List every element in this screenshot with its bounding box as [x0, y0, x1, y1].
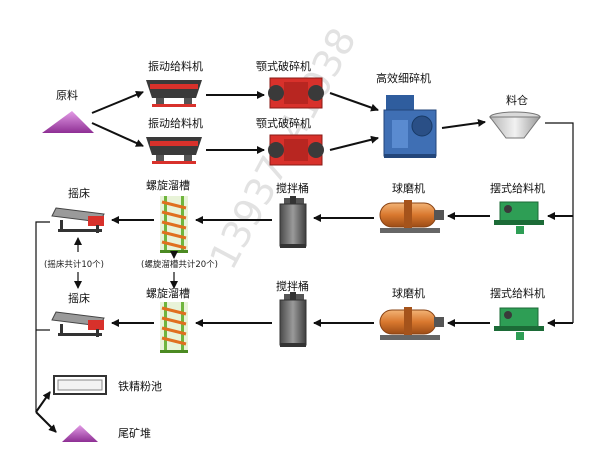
spiral-chute-icon — [160, 302, 188, 353]
flow-arrow — [35, 391, 51, 413]
tailings-label: 尾矿堆 — [118, 427, 151, 440]
flow-arrow — [91, 90, 144, 114]
spiral-chute-1-node: 螺旋溜槽 — [146, 178, 190, 253]
ball-mill-2-node: 球磨机 — [379, 286, 444, 340]
fine-crusher-icon — [383, 95, 437, 158]
silo-label: 料仓 — [506, 93, 528, 107]
spiral-chute-count-note: (螺旋溜槽共计20个) — [141, 259, 218, 270]
spiral-chute-2-node: 螺旋溜槽 — [146, 286, 190, 353]
vibrating-feeder-1-node: 振动给料机 — [146, 59, 203, 107]
agitator-2-node: 搅拌桶 — [276, 279, 309, 347]
shaking-table-count-note: (摇床共计10个) — [44, 259, 104, 270]
jaw-crusher-1-label: 颚式破碎机 — [256, 59, 311, 73]
agitator-tank-icon — [279, 196, 307, 248]
ball-mill-icon — [379, 200, 444, 233]
vibrating-feeder-2-node: 振动给料机 — [146, 116, 203, 164]
pendulum-feeder-1-label: 摆式给料机 — [490, 181, 545, 195]
pendulum-feeder-2-label: 摆式给料机 — [490, 286, 545, 300]
shaking-table-2-label: 摇床 — [68, 291, 90, 305]
vibrating-feeder-icon — [146, 137, 202, 164]
ball-mill-1-label: 球磨机 — [392, 181, 425, 195]
vibrating-feeder-1-label: 振动给料机 — [148, 59, 203, 73]
shaking-table-2-node: 摇床 — [51, 291, 105, 337]
flow-connector — [545, 122, 574, 323]
raw-material-node: 原料 — [42, 88, 94, 133]
ball-mill-1-node: 球磨机 — [379, 181, 444, 233]
jaw-crusher-icon — [268, 77, 324, 109]
jaw-crusher-icon — [268, 134, 324, 166]
flow-arrow — [441, 119, 486, 129]
flow-arrow — [91, 122, 144, 147]
shaking-table-icon — [51, 207, 105, 233]
agitator-2-label: 搅拌桶 — [276, 279, 309, 293]
pendulum-feeder-icon — [494, 307, 544, 340]
ball-mill-2-label: 球磨机 — [392, 286, 425, 300]
spiral-chute-2-label: 螺旋溜槽 — [146, 286, 190, 300]
raw-material-label: 原料 — [56, 88, 78, 102]
tailings-node: 尾矿堆 — [62, 425, 151, 442]
vibrating-feeder-icon — [146, 80, 202, 107]
shaking-table-1-label: 摇床 — [68, 186, 90, 200]
shaking-table-1-node: 摇床 — [51, 186, 105, 233]
ball-mill-icon — [379, 307, 444, 340]
spiral-chute-icon — [160, 196, 188, 253]
agitator-1-node: 搅拌桶 — [276, 181, 309, 248]
spiral-chute-1-label: 螺旋溜槽 — [146, 178, 190, 192]
flow-connector — [35, 221, 50, 412]
pendulum-feeder-1-node: 摆式给料机 — [490, 181, 545, 234]
iron-pool-label: 铁精粉池 — [118, 380, 162, 393]
flow-arrow — [329, 135, 379, 151]
fine-crusher-label: 高效细碎机 — [376, 71, 431, 85]
pool-icon — [53, 375, 107, 395]
jaw-crusher-2-node: 颚式破碎机 — [256, 116, 324, 166]
flow-arrow — [35, 411, 57, 433]
agitator-1-label: 搅拌桶 — [276, 181, 309, 195]
flow-arrow — [329, 92, 379, 112]
iron-concentrate-pool-node: 铁精粉池 — [53, 375, 162, 395]
tailings-pile-icon — [62, 425, 98, 442]
vibrating-feeder-2-label: 振动给料机 — [148, 116, 203, 130]
ore-pile-icon — [42, 111, 94, 133]
silo-node: 料仓 — [488, 93, 542, 139]
shaking-table-icon — [51, 311, 105, 337]
jaw-crusher-2-label: 颚式破碎机 — [256, 116, 311, 130]
silo-icon — [488, 111, 542, 139]
jaw-crusher-1-node: 颚式破碎机 — [256, 59, 324, 109]
pendulum-feeder-2-node: 摆式给料机 — [490, 286, 545, 340]
agitator-tank-icon — [279, 292, 307, 347]
fine-crusher-node: 高效细碎机 — [376, 71, 437, 158]
pendulum-feeder-icon — [494, 201, 544, 234]
